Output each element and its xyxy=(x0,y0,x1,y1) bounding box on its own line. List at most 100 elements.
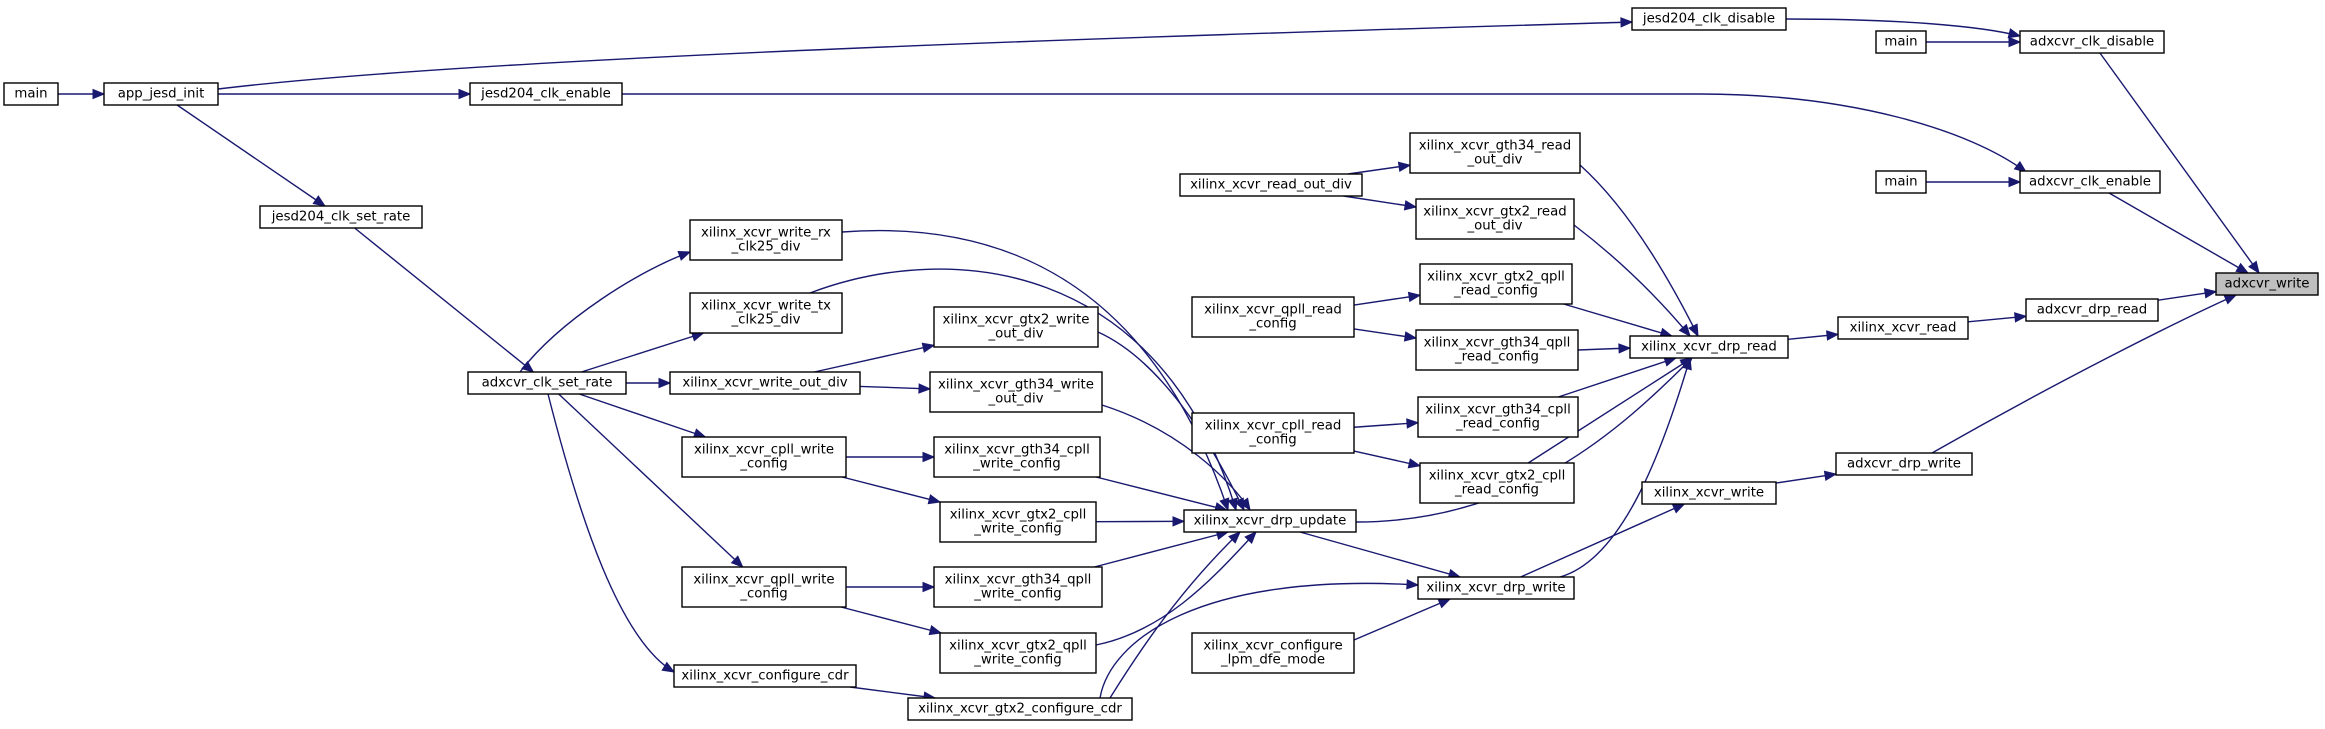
node-xilinx-xcvr-drp-read[interactable]: xilinx_xcvr_drp_read xyxy=(1629,335,1789,359)
edge-main_b-to-adxcvr_clk_enable xyxy=(1926,176,2022,188)
edge-jesd204_clk_set_rate-to-adxcvr_clk_set_rate xyxy=(354,227,535,373)
node-main-c[interactable]: main xyxy=(3,82,59,106)
edge-xilinx_xcvr_gth34_write_out_div-to-xilinx_xcvr_drp_update xyxy=(1101,404,1251,512)
node-label: adxcvr_clk_enable xyxy=(2029,175,2151,190)
edge-xilinx_xcvr_gtx2_configure_cdr-to-xilinx_xcvr_drp_update xyxy=(1109,531,1241,699)
node-label: _read_config xyxy=(1455,417,1540,432)
edge-xilinx_xcvr_gtx2_qpll_read_config-to-xilinx_xcvr_drp_read xyxy=(1563,303,1674,338)
edge-xilinx_xcvr_cpll_write_config-to-xilinx_xcvr_gth34_cpll_write_config xyxy=(846,451,936,463)
edge-adxcvr_clk_set_rate-to-xilinx_xcvr_write_tx_clk25_div xyxy=(581,331,705,373)
edge-xilinx_xcvr_read_out_div-to-xilinx_xcvr_gtx2_read_out_div xyxy=(1343,195,1418,211)
node-xilinx-xcvr-gth34-qpll-write-config[interactable]: xilinx_xcvr_gth34_qpll_write_config xyxy=(933,566,1103,608)
node-jesd204-clk-disable[interactable]: jesd204_clk_disable xyxy=(1631,7,1787,31)
node-label: xilinx_xcvr_gth34_qpll xyxy=(1424,336,1571,351)
arrowhead-icon xyxy=(677,250,692,261)
arrowhead-icon xyxy=(1403,331,1418,342)
node-label: jesd204_clk_disable xyxy=(1642,12,1775,27)
node-label: _out_div xyxy=(987,327,1043,342)
arrowhead-icon xyxy=(2008,36,2022,48)
node-main-a[interactable]: main xyxy=(1875,30,1927,54)
node-xilinx-xcvr-configure-cdr[interactable]: xilinx_xcvr_configure_cdr xyxy=(673,664,857,688)
node-label: _clk25_div xyxy=(731,240,801,255)
node-label: app_jesd_init xyxy=(118,87,205,102)
node-adxcvr-write[interactable]: adxcvr_write xyxy=(2215,272,2319,296)
arrowhead-icon xyxy=(2248,260,2260,275)
node-adxcvr-clk-disable[interactable]: adxcvr_clk_disable xyxy=(2019,30,2165,54)
node-xilinx-xcvr-write[interactable]: xilinx_xcvr_write xyxy=(1641,481,1777,505)
node-xilinx-xcvr-qpll-read-config[interactable]: xilinx_xcvr_qpll_read_config xyxy=(1191,296,1355,338)
node-xilinx-xcvr-cpll-read-config[interactable]: xilinx_xcvr_cpll_read_config xyxy=(1191,412,1355,454)
node-xilinx-xcvr-gtx2-write-out-div[interactable]: xilinx_xcvr_gtx2_write_out_div xyxy=(933,306,1099,348)
arrowhead-icon xyxy=(922,451,936,463)
node-xilinx-xcvr-read[interactable]: xilinx_xcvr_read xyxy=(1837,316,1969,340)
node-jesd204-clk-enable[interactable]: jesd204_clk_enable xyxy=(469,82,623,106)
node-adxcvr-clk-set-rate[interactable]: adxcvr_clk_set_rate xyxy=(467,371,627,395)
node-xilinx-xcvr-drp-update[interactable]: xilinx_xcvr_drp_update xyxy=(1183,509,1357,533)
node-xilinx-xcvr-gth34-read-out-div[interactable]: xilinx_xcvr_gth34_read_out_div xyxy=(1409,132,1581,174)
node-app-jesd-init[interactable]: app_jesd_init xyxy=(103,82,219,106)
node-label: _out_div xyxy=(1466,153,1522,168)
node-label: xilinx_xcvr_gtx2_cpll xyxy=(1429,469,1566,484)
node-xilinx-xcvr-write-tx-clk25-div[interactable]: xilinx_xcvr_write_tx_clk25_div xyxy=(689,292,843,334)
node-xilinx-xcvr-gth34-qpll-read-config[interactable]: xilinx_xcvr_gth34_qpll_read_config xyxy=(1415,329,1579,371)
edge-xilinx_xcvr_qpll_write_config-to-xilinx_xcvr_gtx2_qpll_write_config xyxy=(840,606,943,636)
node-xilinx-xcvr-gth34-write-out-div[interactable]: xilinx_xcvr_gth34_write_out_div xyxy=(929,371,1103,413)
edge-xilinx_xcvr_drp_update-to-xilinx_xcvr_drp_write xyxy=(1299,531,1462,579)
node-label: adxcvr_drp_read xyxy=(2037,303,2147,318)
node-label: xilinx_xcvr_drp_read xyxy=(1641,340,1777,355)
arrowhead-icon xyxy=(458,88,472,100)
node-label: _config xyxy=(1248,433,1296,448)
edge-xilinx_xcvr_write-to-adxcvr_drp_write xyxy=(1775,470,1838,484)
node-adxcvr-drp-read[interactable]: adxcvr_drp_read xyxy=(2025,298,2159,322)
arrowhead-icon xyxy=(2223,294,2238,305)
arrowhead-icon xyxy=(1403,200,1418,211)
edge-adxcvr_clk_set_rate-to-xilinx_xcvr_qpll_write_config xyxy=(558,393,744,568)
edge-xilinx_xcvr_gtx2_qpll_write_config-to-xilinx_xcvr_drp_update xyxy=(1095,531,1257,646)
node-xilinx-xcvr-gtx2-cpll-write-config[interactable]: xilinx_xcvr_gtx2_cpll_write_config xyxy=(939,501,1097,543)
node-label: xilinx_xcvr_write_rx xyxy=(701,226,831,241)
node-xilinx-xcvr-gtx2-cpll-read-config[interactable]: xilinx_xcvr_gtx2_cpll_read_config xyxy=(1419,462,1575,504)
node-label: _config xyxy=(739,457,787,472)
node-main-b[interactable]: main xyxy=(1875,170,1927,194)
node-label: _write_config xyxy=(973,587,1061,602)
node-label: xilinx_xcvr_cpll_write xyxy=(694,443,834,458)
node-xilinx-xcvr-gtx2-qpll-read-config[interactable]: xilinx_xcvr_gtx2_qpll_read_config xyxy=(1419,263,1573,305)
node-xilinx-xcvr-read-out-div[interactable]: xilinx_xcvr_read_out_div xyxy=(1179,173,1363,197)
arrowhead-icon xyxy=(1437,598,1452,609)
node-xilinx-xcvr-drp-write[interactable]: xilinx_xcvr_drp_write xyxy=(1417,576,1575,600)
edge-main_c-to-app_jesd_init xyxy=(58,88,106,100)
node-adxcvr-drp-write[interactable]: adxcvr_drp_write xyxy=(1835,452,1973,476)
arrowhead-icon xyxy=(1406,579,1420,590)
node-label: xilinx_xcvr_cpll_read xyxy=(1205,419,1342,434)
call-edges xyxy=(58,17,2260,702)
node-label: _read_config xyxy=(1454,483,1539,498)
node-label: xilinx_xcvr_gth34_cpll xyxy=(1425,403,1571,418)
node-xilinx-xcvr-write-out-div[interactable]: xilinx_xcvr_write_out_div xyxy=(669,371,861,395)
node-label: xilinx_xcvr_gtx2_qpll xyxy=(949,639,1087,654)
node-xilinx-xcvr-gtx2-configure-cdr[interactable]: xilinx_xcvr_gtx2_configure_cdr xyxy=(907,697,1133,721)
node-jesd204-clk-set-rate[interactable]: jesd204_clk_set_rate xyxy=(259,205,423,229)
node-xilinx-xcvr-qpll-write-config[interactable]: xilinx_xcvr_qpll_write_config xyxy=(681,566,847,608)
node-label: xilinx_xcvr_gth34_qpll xyxy=(945,573,1092,588)
arrowhead-icon xyxy=(1239,497,1251,512)
node-label: _write_config xyxy=(972,457,1060,472)
node-xilinx-xcvr-gtx2-read-out-div[interactable]: xilinx_xcvr_gtx2_read_out_div xyxy=(1415,198,1575,240)
node-label: xilinx_xcvr_gtx2_qpll xyxy=(1427,270,1565,285)
edge-app_jesd_init-to-jesd204_clk_set_rate xyxy=(176,104,326,207)
node-xilinx-xcvr-configure-lpm-dfe-mode[interactable]: xilinx_xcvr_configure_lpm_dfe_mode xyxy=(1191,632,1355,674)
node-xilinx-xcvr-gth34-cpll-read-config[interactable]: xilinx_xcvr_gth34_cpll_read_config xyxy=(1417,396,1579,438)
node-xilinx-xcvr-cpll-write-config[interactable]: xilinx_xcvr_cpll_write_config xyxy=(681,436,847,478)
arrowhead-icon xyxy=(312,195,326,207)
node-label: xilinx_xcvr_qpll_write xyxy=(693,573,834,588)
node-xilinx-xcvr-gth34-cpll-write-config[interactable]: xilinx_xcvr_gth34_cpll_write_config xyxy=(933,436,1101,478)
edge-xilinx_xcvr_drp_write-to-xilinx_xcvr_write xyxy=(1520,503,1686,578)
edge-main_a-to-adxcvr_clk_disable xyxy=(1926,36,2022,48)
node-xilinx-xcvr-gtx2-qpll-write-config[interactable]: xilinx_xcvr_gtx2_qpll_write_config xyxy=(939,632,1097,674)
edge-xilinx_xcvr_gtx2_configure_cdr-to-xilinx_xcvr_drp_write xyxy=(1099,579,1420,699)
node-adxcvr-clk-enable[interactable]: adxcvr_clk_enable xyxy=(2019,170,2161,194)
node-label: _out_div xyxy=(1466,219,1522,234)
arrowhead-icon xyxy=(1823,470,1838,481)
edge-xilinx_xcvr_read-to-adxcvr_drp_read xyxy=(1967,312,2028,323)
node-xilinx-xcvr-write-rx-clk25-div[interactable]: xilinx_xcvr_write_rx_clk25_div xyxy=(689,219,843,261)
